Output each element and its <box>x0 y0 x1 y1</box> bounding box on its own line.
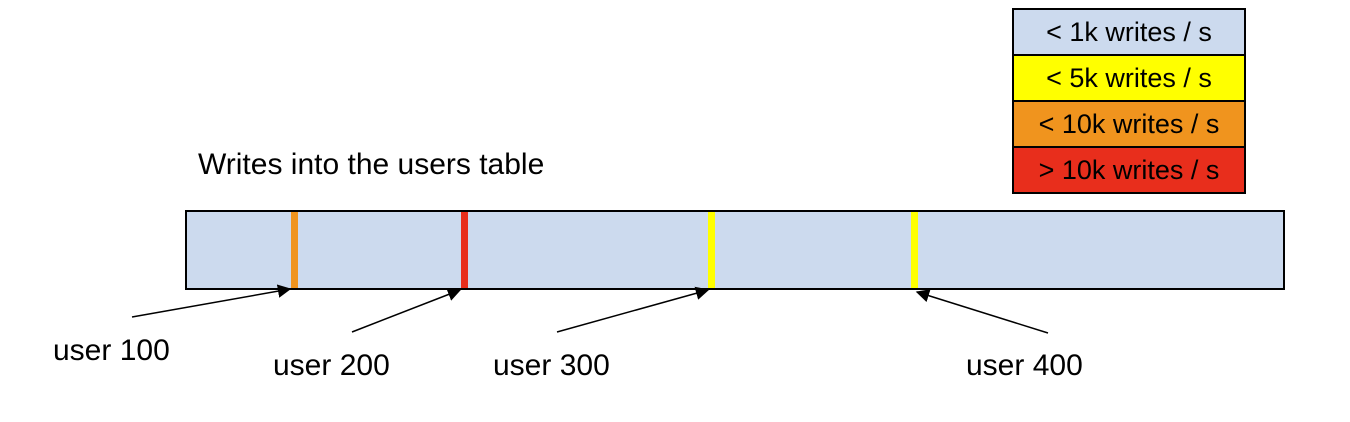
arrow-user-400 <box>915 289 1049 334</box>
arrow-user-200 <box>351 288 462 333</box>
write-stripe-user-200 <box>461 212 468 288</box>
legend-item-gt-10k: > 10k writes / s <box>1012 146 1246 194</box>
diagram-title: Writes into the users table <box>198 148 545 181</box>
arrow-user-100 <box>131 284 292 318</box>
legend-item-lt-5k: < 5k writes / s <box>1012 54 1246 102</box>
legend-item-lt-1k: < 1k writes / s <box>1012 8 1246 56</box>
write-stripe-user-100 <box>291 212 298 288</box>
user-label-100: user 100 <box>53 334 170 367</box>
arrow-user-300 <box>556 286 710 333</box>
users-table-bar <box>185 210 1285 290</box>
legend-item-lt-10k: < 10k writes / s <box>1012 100 1246 148</box>
user-label-300: user 300 <box>493 349 610 382</box>
user-label-400: user 400 <box>966 349 1083 382</box>
write-rate-legend: < 1k writes / s < 5k writes / s < 10k wr… <box>1012 8 1246 194</box>
write-stripe-user-400 <box>911 212 918 288</box>
user-label-200: user 200 <box>273 349 390 382</box>
write-stripe-user-300 <box>708 212 715 288</box>
